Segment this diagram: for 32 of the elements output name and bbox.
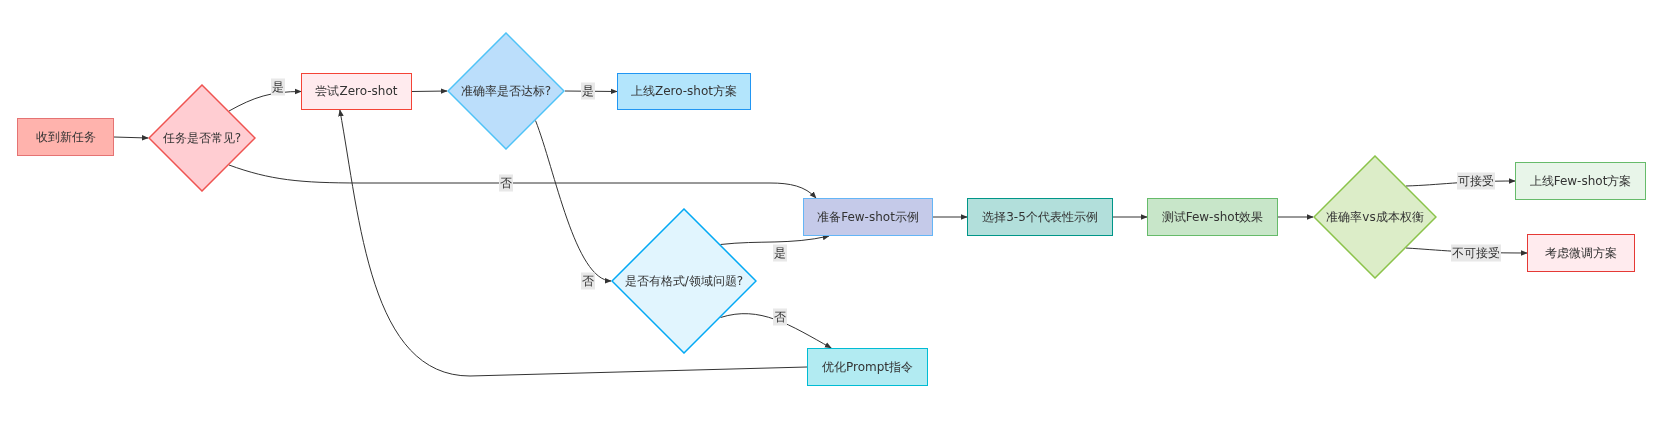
edge-label: 是 [271, 78, 285, 96]
arrow [535, 120, 612, 282]
decision-diamond: 任务是否常见? [148, 84, 256, 192]
edge-label: 否 [773, 308, 787, 326]
process-box: 上线Few-shot方案 [1515, 162, 1646, 200]
arrow [228, 164, 817, 199]
edge-label: 不可接受 [1451, 244, 1501, 262]
process-box: 尝试Zero-shot [301, 73, 412, 110]
decision-diamond: 准确率vs成本权衡 [1313, 155, 1437, 279]
process-box: 上线Zero-shot方案 [617, 73, 751, 110]
edge-label: 否 [581, 272, 595, 290]
edge-label: 可接受 [1457, 172, 1495, 190]
edge-label: 否 [499, 174, 513, 192]
process-box: 收到新任务 [17, 118, 114, 156]
arrow [113, 135, 149, 141]
edge-label: 是 [773, 244, 787, 262]
arrow [720, 313, 832, 349]
arrow [932, 214, 968, 220]
process-box: 考虑微调方案 [1527, 234, 1635, 272]
arrow [228, 88, 302, 112]
edge-label: 是 [581, 82, 595, 100]
arrow [411, 88, 448, 94]
arrow [1277, 214, 1314, 220]
decision-diamond: 是否有格式/领域问题? [611, 208, 757, 354]
process-box: 测试Few-shot效果 [1147, 198, 1278, 236]
process-box: 选择3-5个代表性示例 [967, 198, 1113, 236]
arrow [720, 234, 830, 245]
arrow [1112, 214, 1148, 220]
process-box: 准备Few-shot示例 [803, 198, 933, 236]
process-box: 优化Prompt指令 [807, 348, 928, 386]
arrow [338, 109, 808, 377]
decision-diamond: 准确率是否达标? [447, 32, 565, 150]
